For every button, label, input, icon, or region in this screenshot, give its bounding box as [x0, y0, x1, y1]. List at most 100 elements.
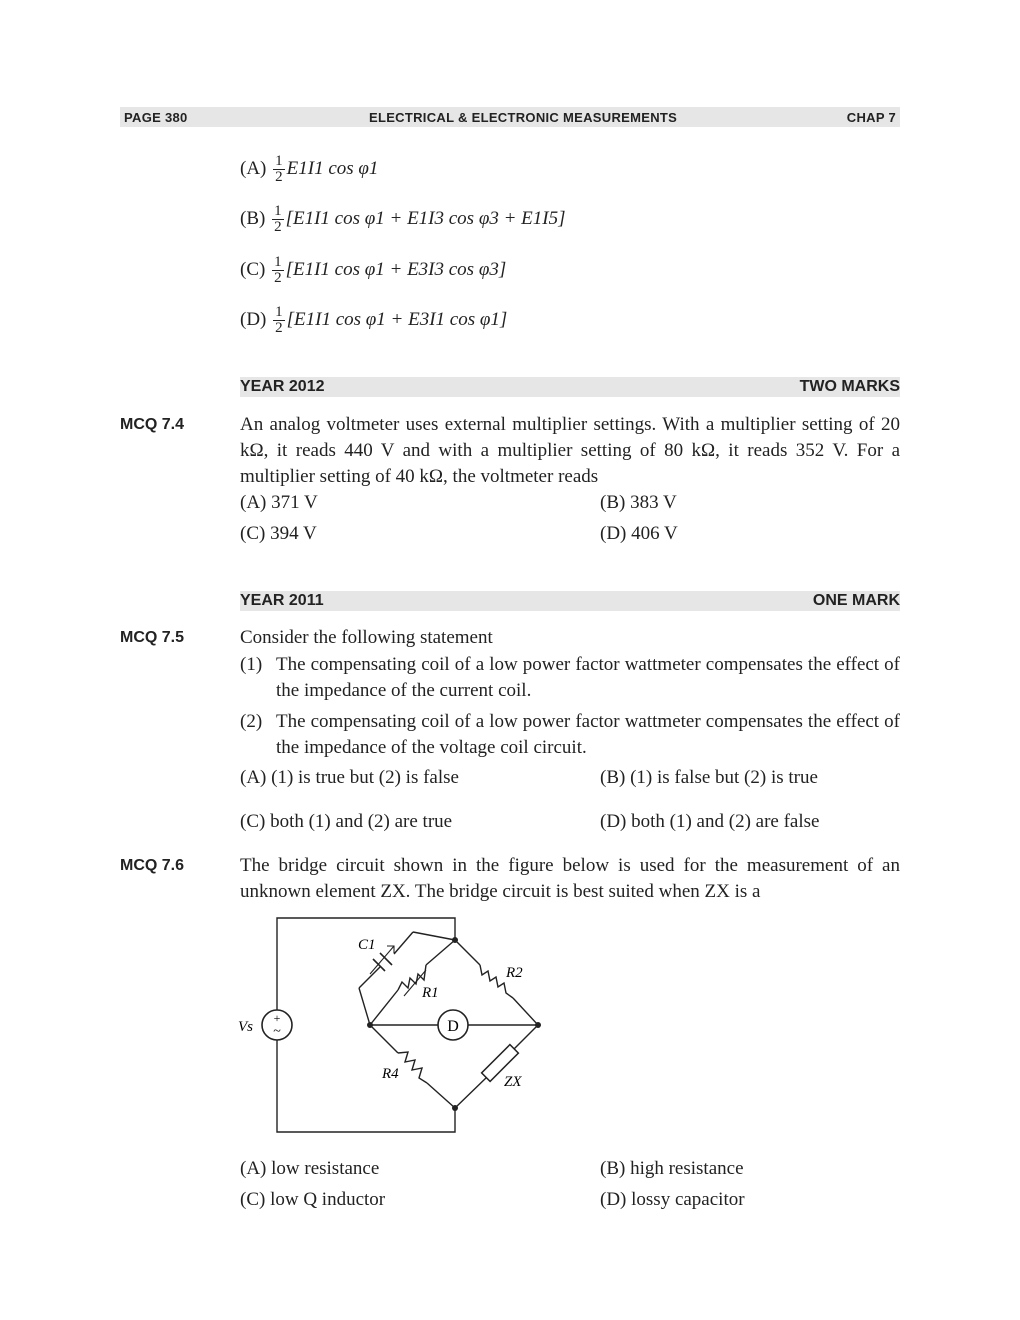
- section-bar-2012: YEAR 2012 TWO MARKS: [240, 377, 900, 397]
- r1-arrow: [403, 969, 427, 997]
- frac-den: 2: [275, 320, 283, 336]
- label-c1: C1: [358, 937, 376, 953]
- junction-bottom: [452, 1105, 458, 1111]
- q74-option-c: (C) 394 V: [240, 523, 317, 544]
- q75-option-a: (A) (1) is true but (2) is false: [240, 767, 459, 788]
- frac-den: 2: [275, 169, 283, 185]
- statement-number: (1): [240, 654, 263, 675]
- option-label: (D): [240, 308, 267, 330]
- page-number: PAGE 380: [124, 110, 188, 125]
- frac-num: 1: [272, 254, 284, 271]
- q76-option-a: (A) low resistance: [240, 1158, 380, 1179]
- wire-zx-b: [454, 1076, 488, 1109]
- junction-left: [367, 1022, 373, 1028]
- q75-option-c: (C) both (1) and (2) are true: [240, 811, 453, 832]
- statement-text: The compensating coil of a low power fac…: [276, 654, 900, 701]
- option-expr: [E1I1 cos φ1 + E3I1 cos φ1]: [286, 308, 508, 330]
- question-text: The bridge circuit shown in the figure b…: [240, 855, 900, 902]
- option-expr: E1I1 cos φ1: [286, 157, 379, 179]
- q76-option-c: (C) low Q inductor: [240, 1189, 386, 1210]
- q75-option-d: (D) both (1) and (2) are false: [600, 811, 820, 832]
- question-intro: Consider the following statement: [240, 627, 493, 648]
- impedance-zx: [480, 1043, 520, 1083]
- q76-option-d: (D) lossy capacitor: [600, 1189, 745, 1210]
- q74-option-b: (B) 383 V: [600, 492, 677, 513]
- junction-right: [535, 1022, 541, 1028]
- resistor-r2: [479, 964, 514, 999]
- question-id: MCQ 7.6: [120, 857, 185, 874]
- frac-num: 1: [273, 153, 285, 170]
- cap-arrow-shaft: [369, 945, 395, 975]
- question-id: MCQ 7.5: [120, 629, 185, 646]
- statement-text: The compensating coil of a low power fac…: [276, 711, 900, 758]
- wire-r1-a: [369, 989, 399, 1026]
- statement-2: (2) The compensating coil of a low power…: [240, 709, 900, 761]
- section-year: YEAR 2011: [240, 592, 324, 609]
- q75-option-b: (B) (1) is false but (2) is true: [600, 767, 818, 788]
- statement-1: (1) The compensating coil of a low power…: [240, 652, 900, 704]
- book-title: ELECTRICAL & ELECTRONIC MEASUREMENTS: [369, 110, 678, 125]
- source-tilde: ~: [273, 1024, 281, 1039]
- wire-r1-b: [425, 939, 456, 966]
- junction-dots: [367, 937, 541, 1111]
- statement-number: (2): [240, 711, 263, 732]
- option-expr: [E1I1 cos φ1 + E1I3 cos φ3 + E1I5]: [285, 207, 566, 229]
- label-vs: Vs: [238, 1019, 253, 1035]
- option-label: (C): [240, 258, 266, 280]
- label-r1: R1: [421, 985, 439, 1001]
- q74-option-a: (A) 371 V: [240, 492, 318, 513]
- wire-r4-b: [426, 1082, 456, 1109]
- detector-label: D: [447, 1018, 459, 1035]
- cap-plate-1: [372, 958, 386, 972]
- frac-num: 1: [273, 304, 285, 321]
- wire-r2-a: [454, 939, 481, 966]
- section-year: YEAR 2012: [240, 378, 325, 395]
- label-r2: R2: [505, 965, 523, 981]
- wire-top: [276, 917, 456, 1010]
- source-plus: +: [274, 1011, 281, 1025]
- wire-par-t: [412, 931, 456, 941]
- chapter-label: CHAP 7: [846, 110, 896, 125]
- option-expr: [E1I1 cos φ1 + E3I3 cos φ3]: [285, 258, 507, 280]
- option-label: (A): [240, 157, 267, 179]
- frac-den: 2: [274, 270, 282, 286]
- section-marks: TWO MARKS: [799, 378, 900, 395]
- resistor-r1: [397, 964, 427, 991]
- frac-num: 1: [272, 203, 284, 220]
- wire-c1-b: [393, 931, 414, 955]
- cap-arrow-head: [387, 945, 395, 953]
- cap-plate-2: [379, 952, 393, 966]
- junction-top: [452, 937, 458, 943]
- page-header: PAGE 380 ELECTRICAL & ELECTRONIC MEASURE…: [120, 107, 900, 127]
- detector-circle: [437, 1009, 469, 1041]
- capacitor-c1: [369, 945, 395, 975]
- section-bar-2011: YEAR 2011 ONE MARK: [240, 591, 900, 611]
- wire-bottom: [276, 1040, 456, 1133]
- voltage-source: [261, 1009, 293, 1041]
- section-marks: ONE MARK: [812, 592, 900, 609]
- frac-den: 2: [274, 219, 282, 235]
- wire-c1-a: [358, 966, 381, 989]
- resistor-r4: [397, 1051, 428, 1084]
- label-r4: R4: [381, 1066, 399, 1082]
- bridge-circuit-figure: D + ~ C1 R1 R2 R4 ZX Vs: [238, 917, 541, 1133]
- wire-zx-a: [512, 1024, 539, 1051]
- q74-option-d: (D) 406 V: [600, 523, 678, 544]
- label-zx: ZX: [504, 1074, 522, 1090]
- question-text: An analog voltmeter uses external multip…: [240, 414, 900, 487]
- wire-r2-b: [512, 997, 539, 1026]
- circuit-wires: [276, 917, 539, 1133]
- question-id: MCQ 7.4: [120, 416, 185, 433]
- option-label: (B): [240, 207, 266, 229]
- wire-r4-a: [369, 1024, 399, 1054]
- wire-par-l: [358, 987, 371, 1026]
- q76-option-b: (B) high resistance: [600, 1158, 744, 1179]
